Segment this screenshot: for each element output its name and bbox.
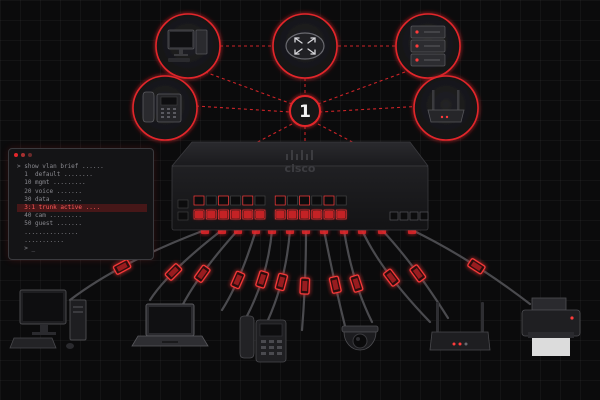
maximize-dot[interactable] [28, 153, 32, 157]
switch-port [194, 196, 204, 205]
server-icon [411, 26, 445, 66]
rj45-connector [113, 259, 131, 274]
link-wifi-badge [320, 106, 424, 112]
minimize-dot[interactable] [21, 153, 25, 157]
terminal-window[interactable]: > show vlan brief ...... 1 default .....… [8, 148, 154, 260]
rj45-connector [350, 275, 363, 293]
close-dot[interactable] [14, 153, 18, 157]
terminal-output: > show vlan brief ...... 1 default .....… [9, 161, 153, 253]
switch-port [287, 196, 297, 205]
switch-port [218, 196, 228, 205]
switch-port [300, 196, 310, 205]
terminal-line: 10 mgmt ......... [17, 179, 147, 187]
terminal-titlebar [9, 149, 153, 161]
device-circle-desktop[interactable] [156, 14, 220, 78]
uplink-port [410, 212, 418, 220]
active-port-light [232, 211, 240, 218]
rj45-connector [194, 265, 211, 283]
laptop-icon [132, 304, 208, 346]
terminal-line: 3:1 trunk active .... [17, 204, 147, 212]
terminal-line: 40 cam ......... [17, 212, 147, 220]
active-port-light [301, 211, 309, 218]
link-server-badge [318, 72, 405, 104]
terminal-line: 1 default ........ [17, 171, 147, 179]
device-circle-phone[interactable] [133, 76, 197, 140]
access-point-icon [430, 302, 490, 350]
desktop-pc-icon [10, 290, 86, 349]
switch-port [243, 196, 253, 205]
terminal-line: 20 voice ....... [17, 188, 147, 196]
active-port-light [207, 211, 215, 218]
printer-icon [522, 298, 580, 356]
device-circle-wifi-router[interactable] [414, 76, 478, 140]
terminal-line: > _ [17, 245, 147, 253]
switch-port [206, 196, 216, 205]
uplink-port [420, 212, 428, 220]
active-port-light [219, 211, 227, 218]
device-wireless-access-point[interactable] [430, 302, 490, 350]
switch-port [231, 196, 241, 205]
switch-port [275, 196, 285, 205]
device-laptop[interactable] [132, 304, 208, 346]
active-port-light [337, 211, 345, 218]
active-port-light [313, 211, 321, 218]
camera-icon [342, 326, 378, 350]
switch-port [312, 196, 322, 205]
active-port-light [325, 211, 333, 218]
device-circle-router[interactable] [273, 14, 337, 78]
terminal-line: 50 guest ....... [17, 220, 147, 228]
rj45-connector [255, 270, 268, 288]
terminal-line: 30 data ........ [17, 196, 147, 204]
patch-cable [150, 230, 222, 300]
active-port-light [244, 211, 252, 218]
device-dome-camera[interactable] [342, 326, 378, 350]
active-port-light [276, 211, 284, 218]
device-printer[interactable] [522, 298, 580, 356]
network-switch[interactable]: cisco [172, 142, 428, 230]
active-port-light [256, 211, 264, 218]
desk-phone-icon [240, 316, 286, 362]
step-badge-number: 1 [299, 102, 311, 122]
terminal-line: > show vlan brief ...... [17, 163, 147, 171]
switch-port [336, 196, 346, 205]
rj45-connector [329, 276, 341, 294]
phone-icon [143, 92, 181, 122]
step-badge: 1 [290, 96, 320, 126]
link-desktop-badge [205, 72, 292, 104]
uplink-port [390, 212, 398, 220]
device-desk-phone[interactable] [240, 316, 286, 362]
terminal-line: ............... [17, 229, 147, 237]
rj45-connector [300, 278, 310, 294]
cisco-brand-text: cisco [285, 162, 316, 175]
router-icon [286, 33, 324, 59]
device-desktop-pc[interactable] [10, 290, 86, 349]
rj45-connector [467, 258, 485, 274]
active-port-light [195, 211, 203, 218]
uplink-port [400, 212, 408, 220]
terminal-line: ........... [17, 237, 147, 245]
switch-port [324, 196, 334, 205]
switch-port [255, 196, 265, 205]
link-phone-badge [196, 106, 290, 112]
rj45-connector [230, 271, 245, 289]
active-port-light [288, 211, 296, 218]
device-circle-server[interactable] [396, 14, 460, 78]
rj45-connector [275, 273, 288, 291]
